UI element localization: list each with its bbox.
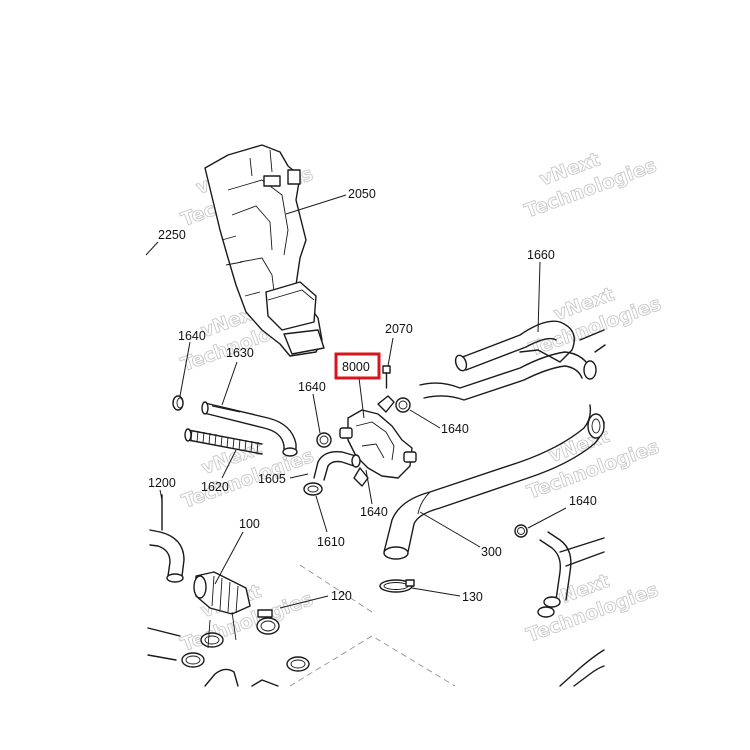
callout-1640-a[interactable]: 1640 <box>178 329 206 343</box>
part-1200-hose <box>149 494 185 583</box>
callout-1640-e[interactable]: 1640 <box>569 494 597 508</box>
callout-labels: 2050 2250 1660 1640 1630 2070 8000 1640 … <box>148 187 597 604</box>
part-1610-clamp <box>303 482 323 496</box>
part-2070-bolt <box>382 365 391 389</box>
callout-1605[interactable]: 1605 <box>258 472 286 486</box>
callout-1620[interactable]: 1620 <box>201 480 229 494</box>
callout-130[interactable]: 130 <box>462 590 483 604</box>
clamp-1640-e <box>514 524 528 538</box>
part-130-clamp <box>379 579 415 593</box>
part-300-hose <box>383 404 605 560</box>
callout-1640-d[interactable]: 1640 <box>360 505 388 519</box>
leader-lines <box>145 194 567 609</box>
part-1630-hose <box>201 401 298 457</box>
callout-2050[interactable]: 2050 <box>348 187 376 201</box>
highlight-box-8000 <box>334 352 381 380</box>
callout-300[interactable]: 300 <box>481 545 502 559</box>
callout-1630[interactable]: 1630 <box>226 346 254 360</box>
part-1620-corrugated <box>184 428 263 455</box>
callout-1640-b[interactable]: 1640 <box>298 380 326 394</box>
part-1605-hose <box>313 451 361 481</box>
part-120-clamp <box>256 609 280 635</box>
callout-120[interactable]: 120 <box>331 589 352 603</box>
right-edge-parts <box>559 649 605 687</box>
callout-1640-c[interactable]: 1640 <box>441 422 469 436</box>
callout-8000[interactable]: 8000 <box>342 360 370 374</box>
clamp-1640-a <box>172 395 184 411</box>
bottom-left-parts <box>147 611 310 687</box>
clamp-1640-c <box>395 397 411 413</box>
callout-2250[interactable]: 2250 <box>158 228 186 242</box>
callout-1660[interactable]: 1660 <box>527 248 555 262</box>
callout-100[interactable]: 100 <box>239 517 260 531</box>
part-2050-bracket <box>204 144 325 357</box>
part-right-small-hose <box>537 531 605 618</box>
dashed-guides <box>289 564 456 687</box>
part-100-elbow <box>193 571 251 615</box>
callout-2070[interactable]: 2070 <box>385 322 413 336</box>
clamp-1640-b <box>316 432 332 448</box>
callout-1610[interactable]: 1610 <box>317 535 345 549</box>
part-1660-hose <box>419 320 606 401</box>
part-1640-clamps <box>172 395 528 538</box>
callout-1200[interactable]: 1200 <box>148 476 176 490</box>
